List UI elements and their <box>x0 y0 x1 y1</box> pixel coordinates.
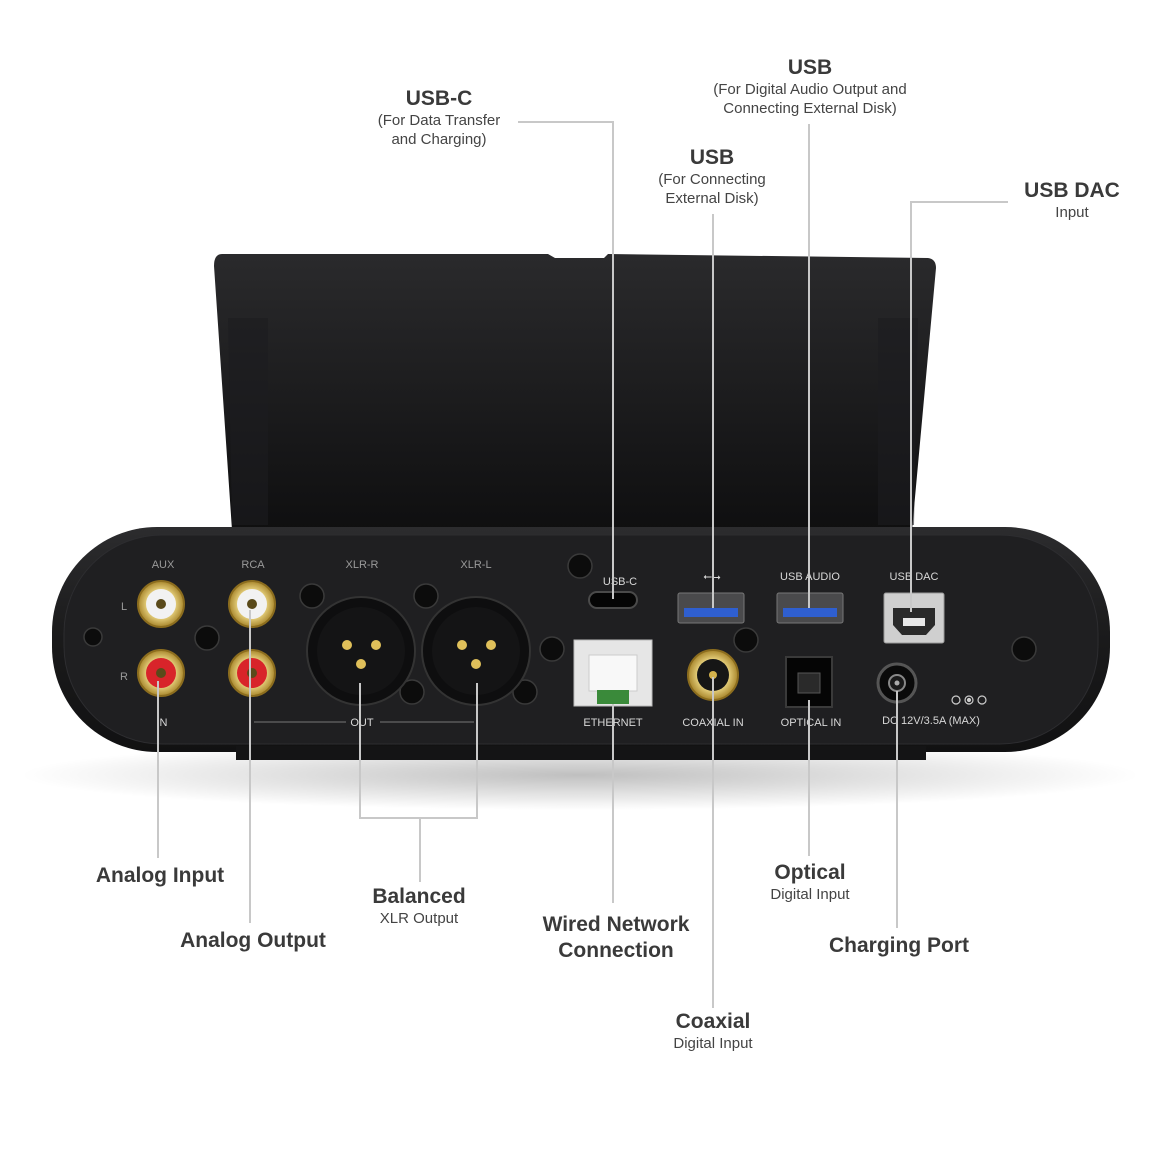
callout-coaxial-title: Coaxial <box>675 1010 751 1033</box>
callout-usb-dac: USB DAC Input <box>1024 178 1120 222</box>
rca-jack-left <box>228 580 276 628</box>
callout-balanced-title: Balanced <box>372 885 466 908</box>
xlr-right-connector <box>306 596 416 706</box>
callout-charging-port-title: Charging Port <box>829 934 969 957</box>
panel-label-right: R <box>120 671 128 683</box>
callout-wired-network-line2: Connection <box>558 939 674 962</box>
callout-optical-sub: Digital Input <box>770 886 850 903</box>
polarity-icon <box>951 695 987 705</box>
callout-usb-c-sub1: (For Data Transfer <box>377 112 501 129</box>
optical-port <box>785 656 833 708</box>
callout-charging-port: Charging Port <box>829 933 969 958</box>
callout-coaxial-sub: Digital Input <box>673 1035 753 1052</box>
callout-balanced: Balanced XLR Output <box>372 884 465 928</box>
callout-usb-c: USB-C (For Data Transfer and Charging) <box>378 86 501 149</box>
panel-label-usb-c: USB-C <box>603 576 637 588</box>
panel-label-out: OUT <box>350 717 374 729</box>
usb-port-disk <box>677 592 745 624</box>
panel-label-aux: AUX <box>152 559 175 571</box>
screws <box>83 553 1037 705</box>
callout-usb-disk-title: USB <box>689 146 735 169</box>
callout-wired-network: Wired Network Connection <box>543 912 690 964</box>
leader-lines <box>157 121 1008 1008</box>
callout-usb-disk-sub1: (For Connecting <box>658 171 766 188</box>
callout-optical-title: Optical <box>774 861 846 884</box>
callout-usb-dac-title: USB DAC <box>1024 179 1120 202</box>
callout-usb-disk-sub2: External Disk) <box>665 190 759 207</box>
panel-label-usb-audio: USB AUDIO <box>780 571 840 583</box>
callout-coaxial: Coaxial Digital Input <box>673 1009 752 1053</box>
aux-jack-left <box>137 580 185 628</box>
xlr-left-connector <box>421 596 531 706</box>
callout-analog-input: Analog Input <box>96 863 224 888</box>
panel-label-dc: DC 12V/3.5A (MAX) <box>882 715 980 727</box>
callout-usb-c-title: USB-C <box>405 87 473 110</box>
callout-usb-audio: USB (For Digital Audio Output and Connec… <box>713 55 906 118</box>
panel-label-xlr-l: XLR-L <box>460 559 491 571</box>
display-screen <box>214 254 936 530</box>
coaxial-jack <box>687 649 739 701</box>
rca-jack-right <box>228 649 276 697</box>
callout-optical: Optical Digital Input <box>770 860 849 904</box>
callout-analog-input-title: Analog Input <box>95 864 225 887</box>
panel-label-usb-dac: USB DAC <box>890 571 939 583</box>
callout-usb-audio-sub1: (For Digital Audio Output and <box>713 81 907 98</box>
aux-jack-right <box>137 649 185 697</box>
ethernet-port <box>573 639 653 707</box>
callout-analog-output: Analog Output <box>180 928 326 953</box>
callout-analog-output-title: Analog Output <box>180 929 326 952</box>
panel-label-optical-in: OPTICAL IN <box>781 717 842 729</box>
callout-usb-dac-sub: Input <box>1055 204 1089 221</box>
panel-label-rca: RCA <box>241 559 265 571</box>
callout-usb-audio-sub2: Connecting External Disk) <box>723 100 897 117</box>
callout-usb-disk: USB (For Connecting External Disk) <box>658 145 766 208</box>
callout-usb-audio-title: USB <box>787 56 833 79</box>
callout-wired-network-line1: Wired Network <box>542 913 690 936</box>
panel-label-left: L <box>121 601 127 613</box>
callout-usb-c-sub2: and Charging) <box>391 131 487 148</box>
panel-label-xlr-r: XLR-R <box>345 559 378 571</box>
usb-dac-port <box>883 592 945 644</box>
panel-label-in: IN <box>157 717 168 729</box>
callout-balanced-sub: XLR Output <box>379 910 459 927</box>
